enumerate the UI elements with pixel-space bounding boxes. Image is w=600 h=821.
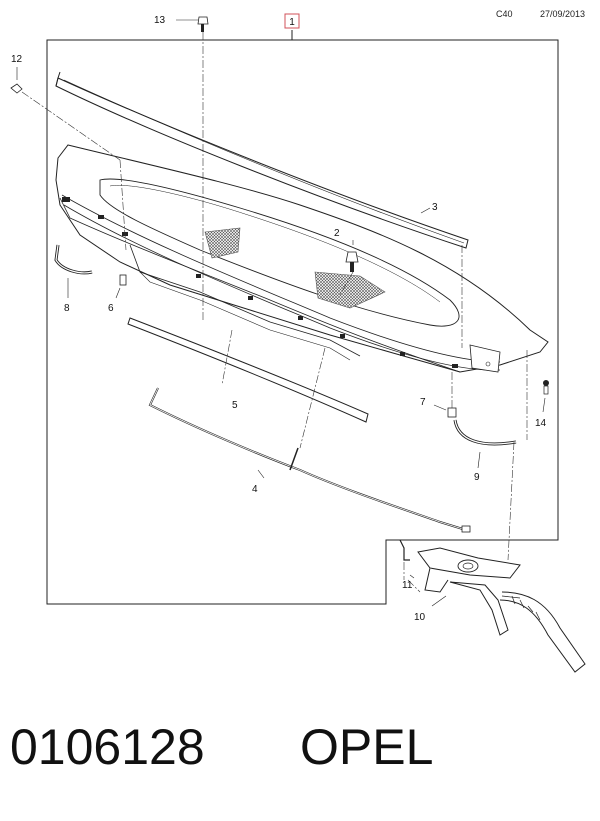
part-9-hose: [453, 419, 517, 446]
part-number: 0106128: [10, 719, 205, 775]
part-2-clip: [345, 251, 359, 272]
callout-6: 6: [108, 303, 114, 314]
brand-name: OPEL: [300, 719, 434, 775]
callout-8: 8: [64, 303, 70, 314]
part-14-clip: [543, 380, 549, 395]
callout-5: 5: [232, 400, 238, 411]
part-12-clip: [10, 83, 23, 94]
callout-3: 3: [432, 202, 438, 213]
frame-border: [46, 39, 559, 605]
part-8-small-hose: [54, 244, 93, 275]
part-13-clip: [197, 16, 209, 32]
callout-11: 11: [402, 580, 413, 591]
diagram-date: 27/09/2013: [540, 9, 586, 19]
part-4-washer-hose: [148, 387, 471, 533]
part-11-bracket: [399, 539, 410, 561]
callout-13: 13: [154, 15, 166, 26]
callout-4: 4: [252, 484, 258, 495]
parts-diagram: 1 3: [10, 13, 586, 673]
part-6-clip: [119, 274, 127, 286]
callout-12: 12: [11, 54, 23, 65]
callout-14: 14: [535, 418, 547, 429]
part-10-wiper-motor: [417, 547, 586, 673]
callout-2: 2: [334, 228, 340, 239]
callout-10: 10: [414, 612, 426, 623]
callout-1: 1: [289, 17, 295, 28]
callout-7: 7: [420, 397, 426, 408]
part-7-clip: [447, 407, 457, 418]
part-5-lower-seal: [127, 317, 369, 423]
diagram-code: C40: [496, 9, 513, 19]
cowl-panel: [55, 144, 549, 373]
callout-1-box: [284, 13, 300, 29]
part-3-upper-seal: [55, 71, 469, 249]
callout-9: 9: [474, 472, 480, 483]
